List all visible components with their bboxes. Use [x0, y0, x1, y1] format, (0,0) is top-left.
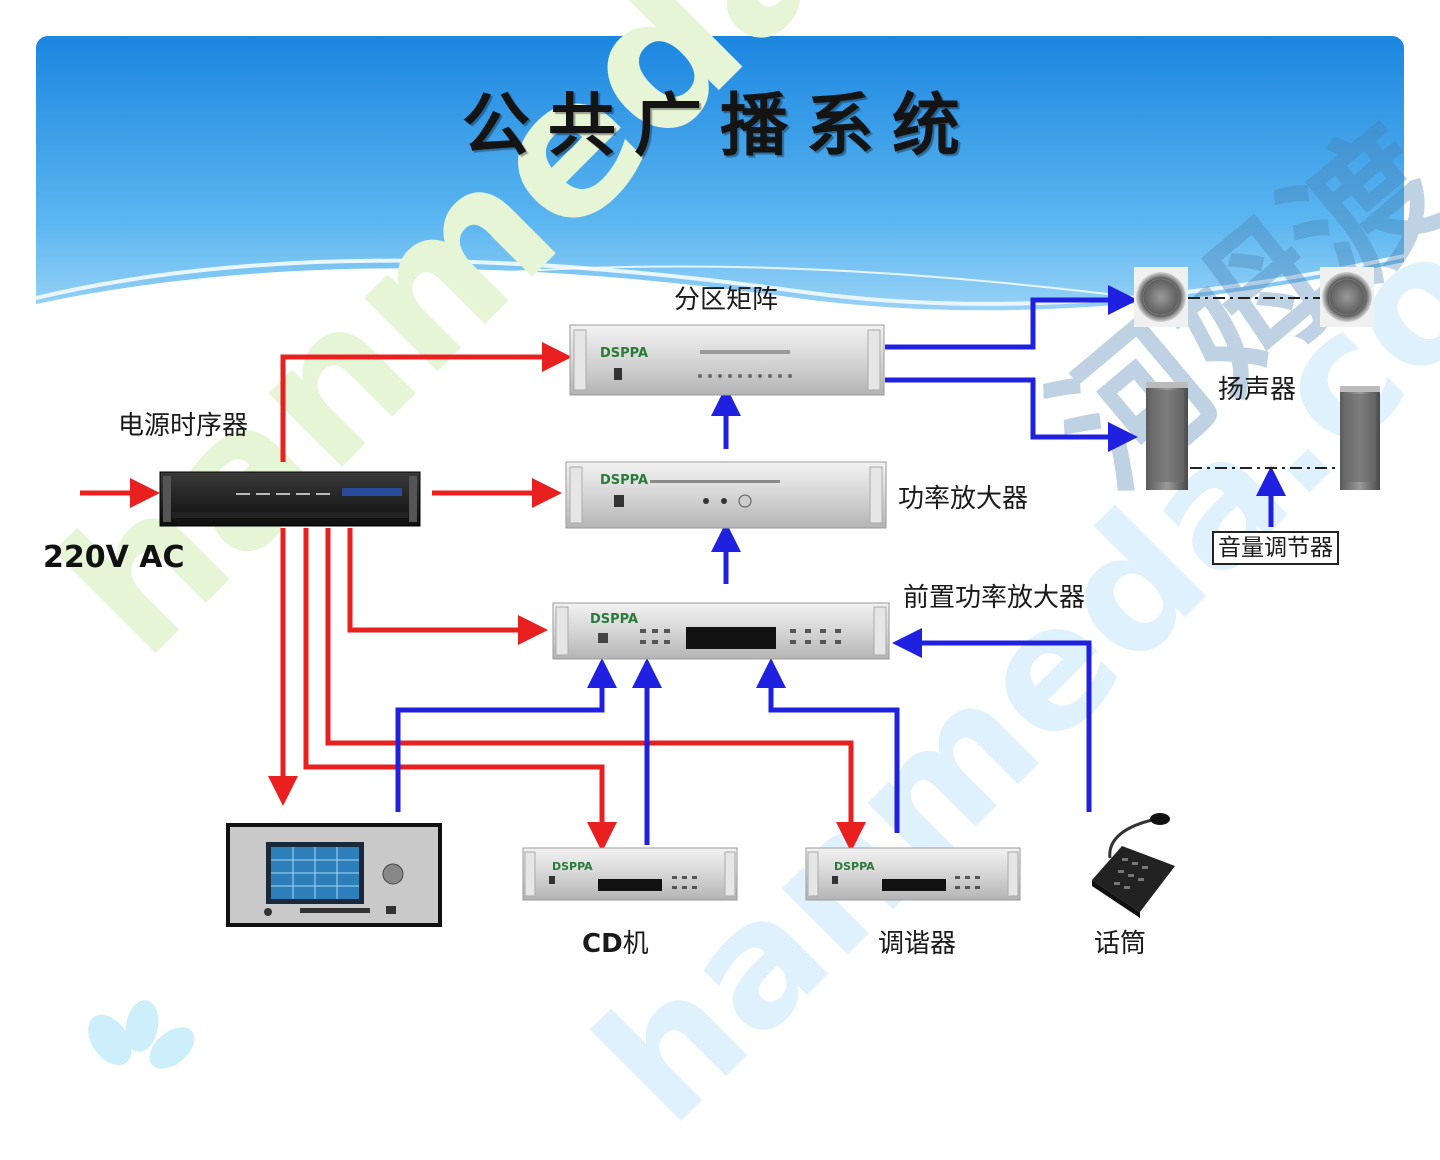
tuner-device: DSPPA [805, 847, 1021, 901]
device-brand-text: DSPPA [600, 346, 648, 361]
flower-logo-icon [88, 1000, 195, 1069]
signal-lines [395, 285, 1286, 845]
device-brand-text: DSPPA [552, 860, 593, 873]
cd-player-label-bold: CD [582, 929, 623, 959]
column-speaker-left [1146, 382, 1188, 490]
header-banner [36, 36, 1404, 376]
system-diagram: DSPPA DSPPA DSPPA [80, 267, 1380, 927]
speaker-label: 扬声器 [1218, 375, 1297, 405]
slide: hanmeda.com hanmeda.com 河姆渡 公共广播系统 [20, 0, 1440, 1160]
tuner-label: 调谐器 [878, 929, 957, 959]
matrix-to-ceiling-speaker [885, 285, 1138, 350]
device-brand-text: DSPPA [590, 612, 638, 627]
cd-player-label: CD机 [582, 923, 649, 960]
pre-amplifier-device: DSPPA [552, 602, 890, 660]
power-to-tuner [325, 528, 866, 852]
cd-player-device: DSPPA [522, 847, 738, 901]
matrix-to-column-speaker [885, 377, 1138, 452]
column-speaker-right [1340, 386, 1380, 490]
power-to-preamp [347, 528, 548, 645]
recorder-device [226, 823, 442, 927]
ac-input-label: 220V AC [43, 540, 185, 575]
power-to-zone-matrix [280, 342, 572, 462]
microphone-label: 话筒 [1094, 929, 1147, 959]
power-sequencer-label: 电源时序器 [118, 411, 249, 441]
volume-control-label: 音量调节器 [1212, 531, 1339, 565]
header-wave-graphic [36, 36, 1404, 376]
power-to-cd [303, 528, 617, 852]
device-brand-text: DSPPA [834, 860, 875, 873]
tuner-to-preamp [756, 658, 900, 833]
mic-to-preamp [892, 628, 1092, 812]
microphone-device [1092, 813, 1175, 918]
recorder-to-preamp [395, 658, 617, 812]
power-lines [80, 342, 866, 852]
device-brand-text: DSPPA [600, 473, 648, 488]
ceiling-speaker-right [1320, 267, 1374, 327]
power-amplifier-label: 功率放大器 [898, 484, 1029, 514]
page-title: 公共广播系统 [461, 86, 978, 166]
cd-player-label-rest: 机 [622, 929, 649, 959]
power-sequencer-device [159, 471, 421, 527]
speaker-links [1188, 297, 1340, 469]
pre-amplifier-label: 前置功率放大器 [903, 583, 1086, 613]
ceiling-speaker-left [1134, 267, 1188, 327]
power-amplifier-device: DSPPA [565, 461, 887, 529]
zone-matrix-label: 分区矩阵 [674, 285, 779, 315]
zone-matrix-device: DSPPA [569, 324, 885, 396]
